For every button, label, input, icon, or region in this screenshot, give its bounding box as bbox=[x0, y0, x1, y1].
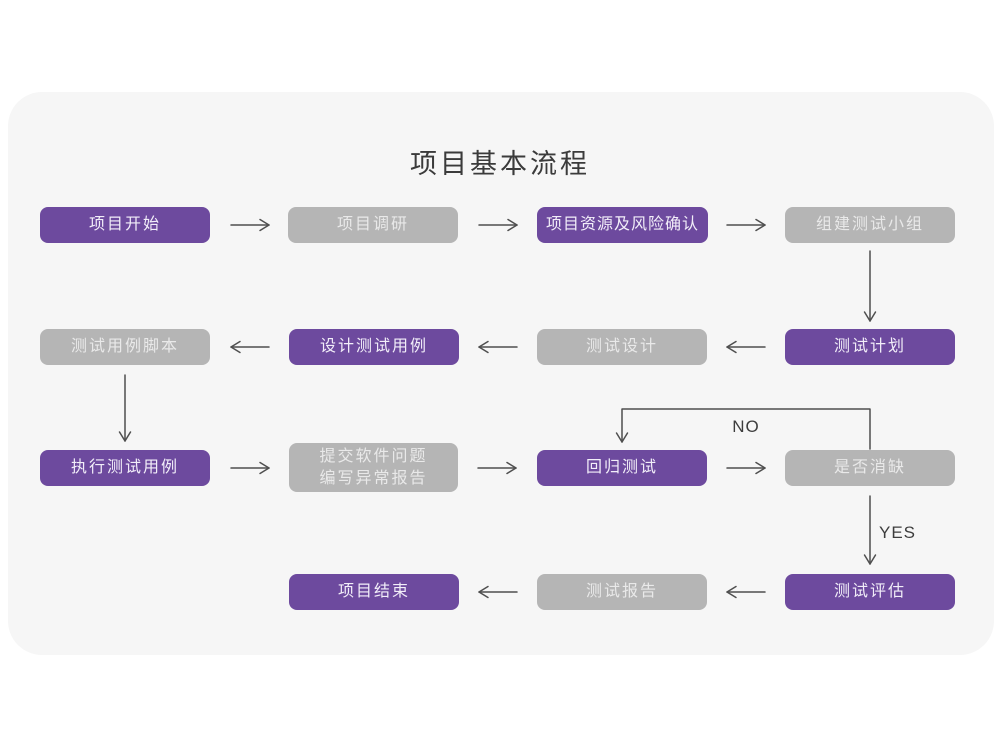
node-label: 测试设计 bbox=[585, 338, 658, 356]
node-test-plan: 测试计划 bbox=[785, 329, 955, 365]
node-test-case-script: 测试用例脚本 bbox=[40, 329, 210, 365]
node-label: 项目开始 bbox=[88, 216, 161, 234]
node-label: 是否消缺 bbox=[833, 459, 906, 477]
page-title: 项目基本流程 bbox=[410, 149, 590, 179]
node-resource-risk-confirm: 项目资源及风险确认 bbox=[537, 207, 708, 243]
node-build-test-team: 组建测试小组 bbox=[785, 207, 955, 243]
node-defect-resolved: 是否消缺 bbox=[785, 450, 955, 486]
node-project-research: 项目调研 bbox=[288, 207, 458, 243]
node-label: 执行测试用例 bbox=[70, 459, 179, 477]
node-label-line1: 提交软件问题 bbox=[319, 447, 428, 465]
node-test-design: 测试设计 bbox=[537, 329, 707, 365]
node-label: 回归测试 bbox=[585, 459, 658, 477]
node-regression-test: 回归测试 bbox=[537, 450, 707, 486]
edge-label-no: NO bbox=[732, 417, 760, 436]
node-label: 设计测试用例 bbox=[319, 338, 428, 356]
node-label: 项目结束 bbox=[337, 583, 410, 601]
node-project-end: 项目结束 bbox=[289, 574, 459, 610]
node-label: 测试评估 bbox=[833, 583, 906, 601]
node-project-start: 项目开始 bbox=[40, 207, 210, 243]
node-label-line2: 编写异常报告 bbox=[319, 469, 428, 487]
edge-label-yes: YES bbox=[879, 523, 917, 542]
node-label: 项目资源及风险确认 bbox=[545, 216, 699, 234]
node-label: 测试计划 bbox=[833, 338, 906, 356]
node-submit-issue-report: 提交软件问题 编写异常报告 bbox=[289, 443, 458, 492]
node-design-test-case: 设计测试用例 bbox=[289, 329, 459, 365]
node-test-report: 测试报告 bbox=[537, 574, 707, 610]
node-label: 项目调研 bbox=[336, 216, 409, 234]
node-label: 组建测试小组 bbox=[815, 216, 924, 234]
node-test-evaluation: 测试评估 bbox=[785, 574, 955, 610]
node-execute-test-case: 执行测试用例 bbox=[40, 450, 210, 486]
node-label: 测试用例脚本 bbox=[70, 338, 179, 356]
node-label: 测试报告 bbox=[585, 583, 658, 601]
flowchart-card bbox=[8, 92, 994, 655]
